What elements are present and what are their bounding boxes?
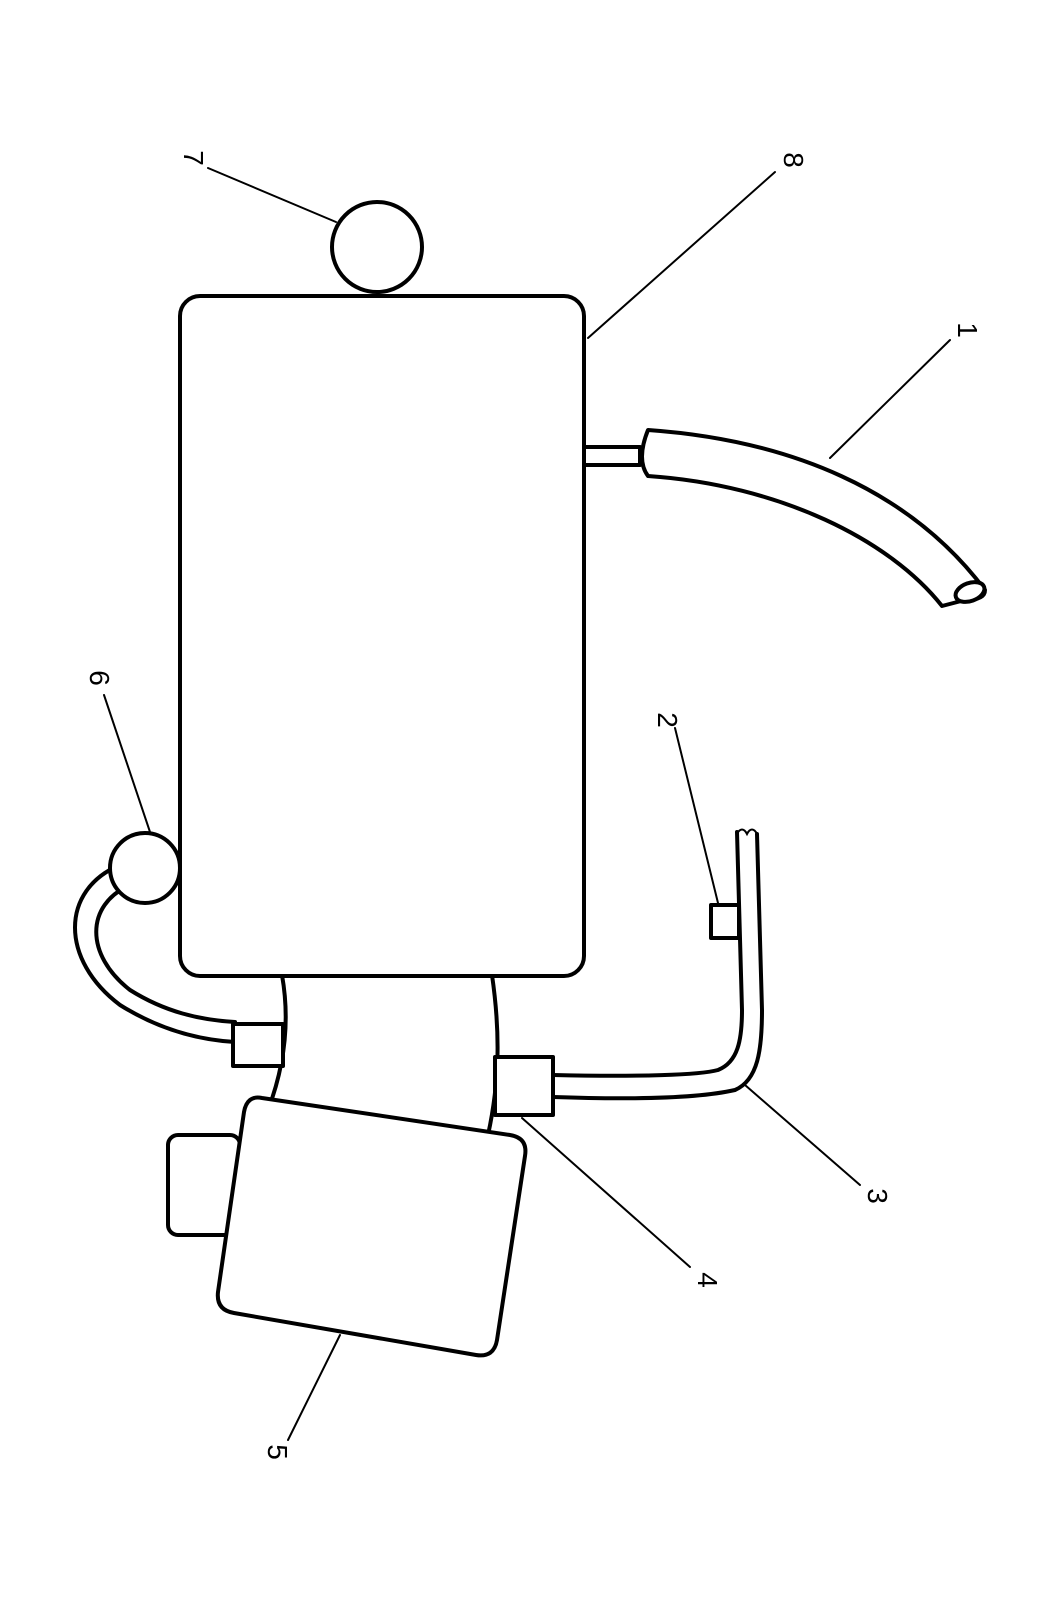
part-1-tube: [640, 428, 987, 608]
leader-1: [829, 339, 951, 459]
part-6-circle: [108, 831, 182, 905]
part-3-hose-inner: [551, 832, 764, 1101]
leader-5: [287, 1334, 341, 1441]
label-6: 6: [84, 670, 115, 686]
part-1-tube-end: [953, 580, 987, 604]
part-4-connector: [493, 1055, 555, 1117]
label-8: 8: [778, 152, 809, 168]
leader-2: [674, 727, 719, 904]
leader-6: [103, 694, 151, 833]
part-1-stub: [582, 445, 642, 467]
leader-8: [587, 171, 776, 339]
leader-7: [207, 167, 337, 223]
label-1: 1: [952, 322, 983, 338]
leader-4: [521, 1117, 691, 1268]
part-2-block: [709, 903, 741, 940]
label-4: 4: [692, 1272, 723, 1288]
label-3: 3: [862, 1188, 893, 1204]
part-3-hose-outer: [551, 830, 744, 1078]
label-5: 5: [262, 1444, 293, 1460]
label-2: 2: [652, 712, 683, 728]
part-8-housing: [178, 294, 586, 978]
leader-3: [744, 1084, 861, 1186]
left-connector: [231, 1022, 285, 1068]
part-7-circle: [330, 200, 424, 294]
label-7: 7: [178, 150, 209, 166]
part-6-hose-outer: [73, 863, 237, 1044]
part-6-hose-inner: [94, 883, 237, 1024]
part-3-hose-end: [736, 828, 758, 837]
part-5-unit: [215, 1095, 528, 1358]
